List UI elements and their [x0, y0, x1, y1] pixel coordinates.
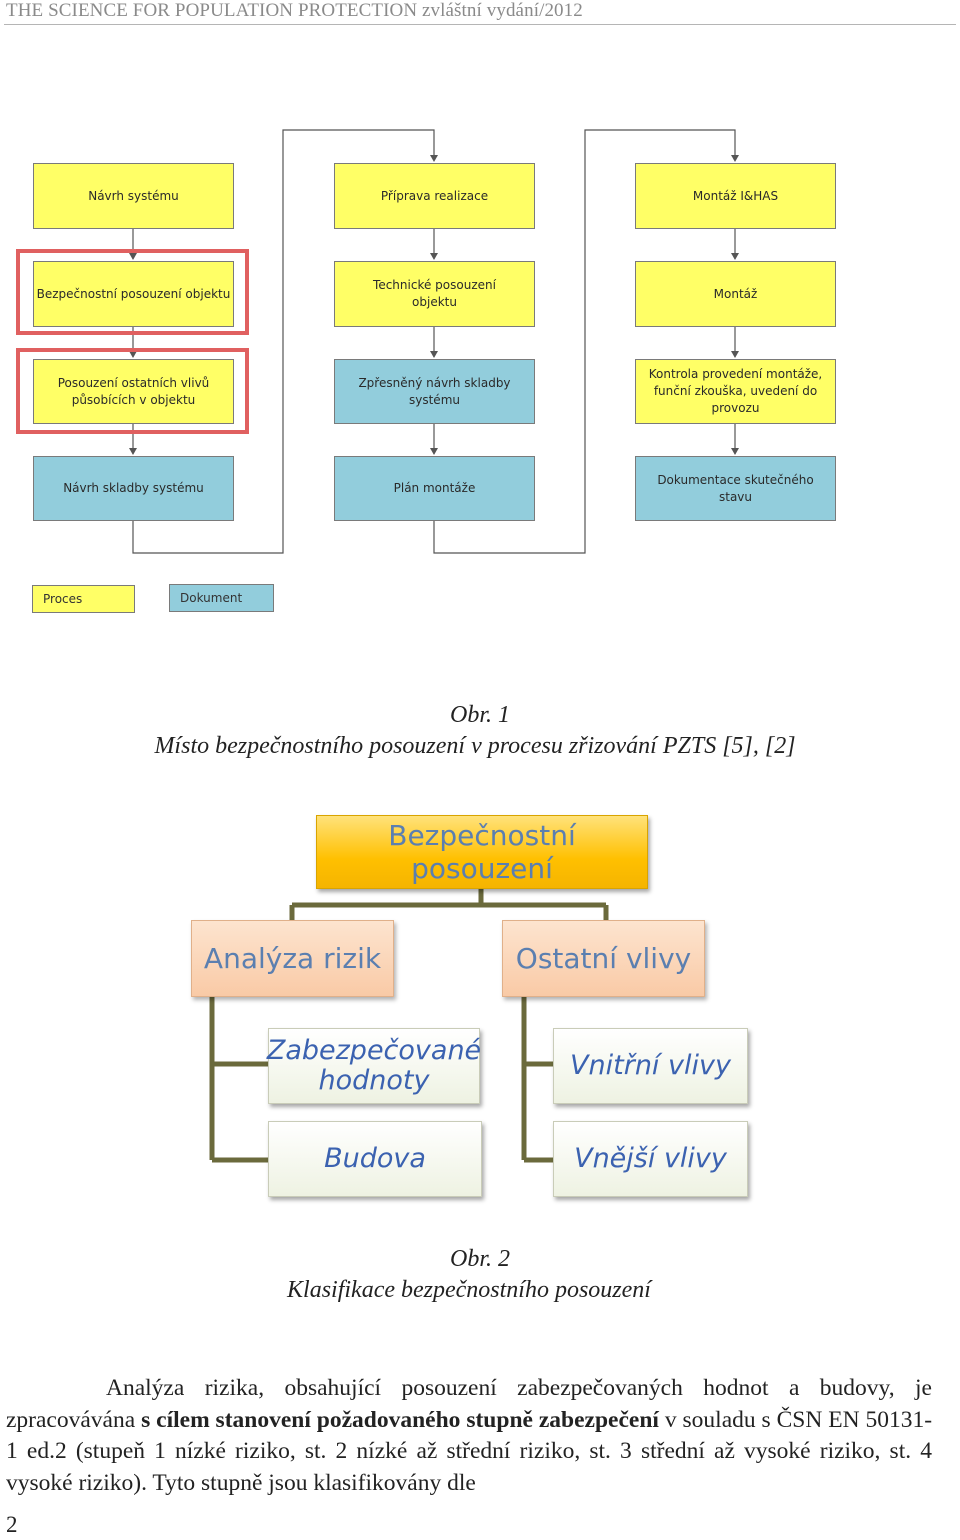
tree-root: Bezpečnostní posouzení	[316, 815, 648, 889]
tree-branch-analyza-rizik: Analýza rizik	[191, 920, 394, 997]
figure-1-caption-number: Obr. 1	[449, 702, 510, 728]
box-zpresneny-navrh: Zpřesněný návrh skladby systému	[334, 359, 535, 424]
figure-2-caption-number: Obr. 2	[449, 1246, 510, 1272]
highlight-frame-security-assessment	[16, 249, 249, 335]
box-montaz: Montáž	[635, 261, 836, 327]
box-kontrola-provedeni: Kontrola provedení montáže, funční zkouš…	[635, 359, 836, 424]
tree-leaf-budova: Budova	[268, 1121, 482, 1197]
box-navrh-systemu: Návrh systému	[33, 163, 234, 229]
flow-connectors	[129, 129, 739, 554]
box-technicke-posouzeni: Technické posouzení objektu	[334, 261, 535, 327]
legend-process: Proces	[32, 585, 135, 613]
box-bezpecnostni-posouzeni: Bezpečnostní posouzení objektu	[33, 261, 234, 327]
tree-leaf-vnejsi-vlivy: Vnější vlivy	[553, 1121, 748, 1197]
tree-leaf-vnitrni-vlivy: Vnitřní vlivy	[553, 1028, 748, 1104]
tree-leaf-zabezpecovane-hodnoty: Zabezpečované hodnoty	[267, 1028, 481, 1104]
page-number: 2	[6, 1512, 18, 1537]
header-rule	[4, 24, 956, 25]
box-dokumentace-stavu: Dokumentace skutečného stavu	[635, 456, 836, 521]
box-plan-montaze: Plán montáže	[334, 456, 535, 521]
highlight-frame-other-influences	[16, 348, 249, 434]
body-text-part2: v souladu s ČSN EN 50131-1 ed.2 (stupeň …	[6, 1406, 933, 1496]
box-posouzeni-ostatnich-vlivu: Posouzení ostatních vlivů působících v o…	[33, 359, 234, 424]
body-text-part1: Analýza rizika, obsahující posouzení zab…	[6, 1375, 932, 1433]
box-priprava-realizace: Příprava realizace	[334, 163, 535, 229]
box-navrh-skladby-systemu: Návrh skladby systému	[33, 456, 234, 521]
figure-1-caption-text: Místo bezpečnostního posouzení v procesu…	[154, 733, 796, 759]
running-header: THE SCIENCE FOR POPULATION PROTECTION zv…	[6, 0, 583, 21]
body-paragraph: Analýza rizika, obsahující posouzení zab…	[6, 1373, 932, 1499]
figure-2-caption-text: Klasifikace bezpečnostního posouzení	[287, 1277, 651, 1303]
body-text-bold: s cílem stanovení požadovaného stupně za…	[141, 1406, 659, 1433]
legend-document: Dokument	[169, 584, 274, 612]
tree-branch-ostatni-vlivy: Ostatní vlivy	[502, 920, 705, 997]
figure-1-flowchart: Návrh systému Bezpečnostní posouzení obj…	[0, 0, 960, 640]
box-montaz-ihas: Montáž I&HAS	[635, 163, 836, 229]
